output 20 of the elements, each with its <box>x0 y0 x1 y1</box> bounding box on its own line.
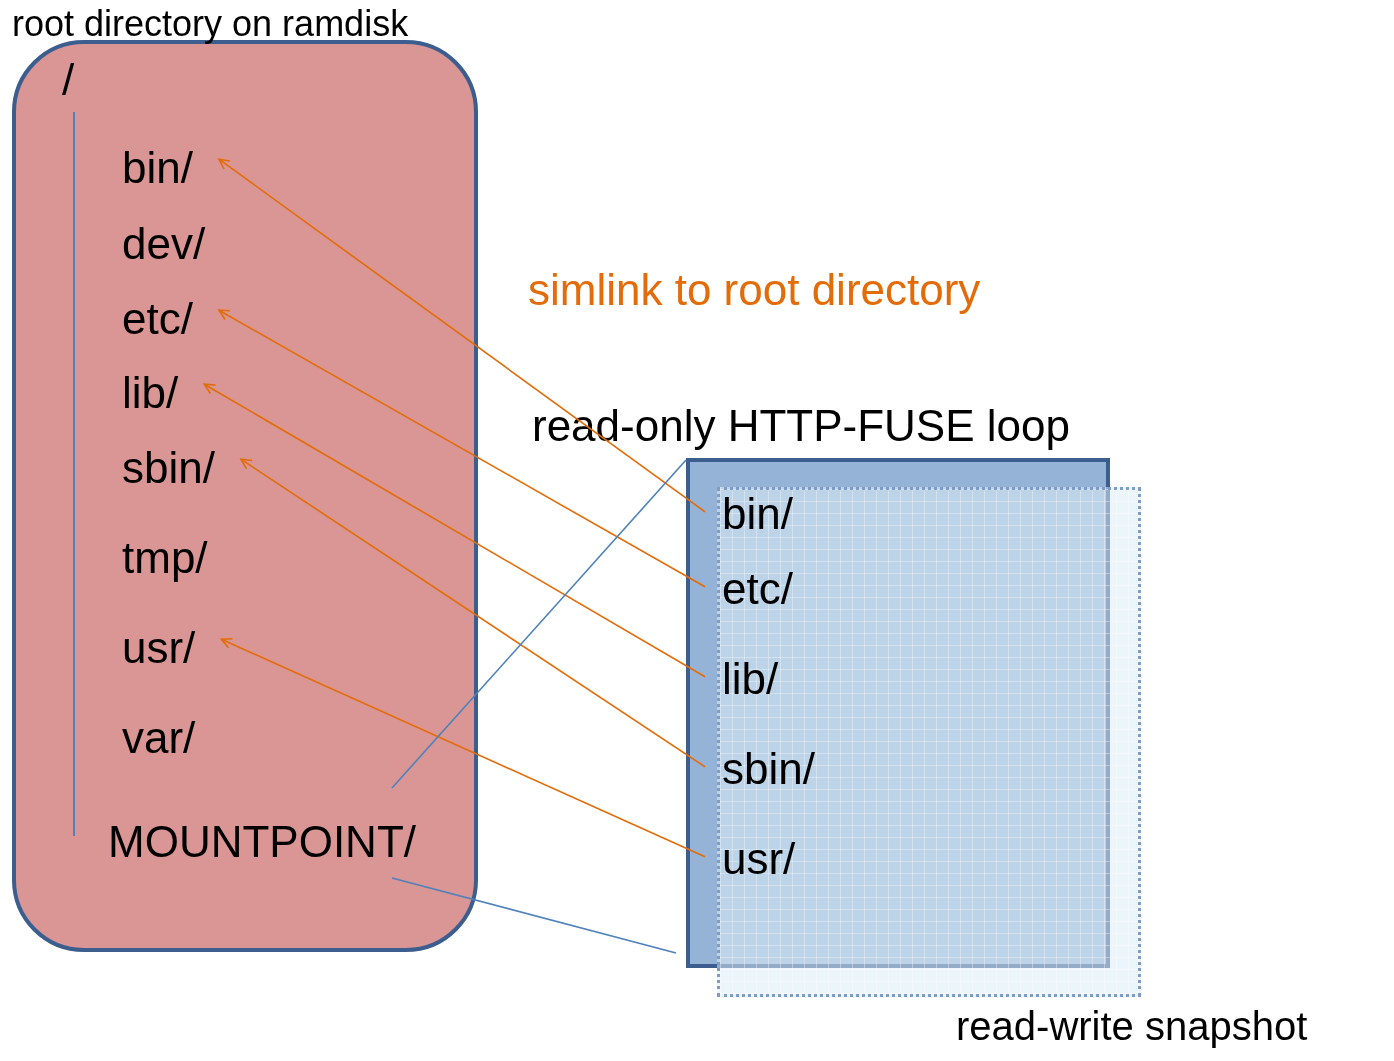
annotation-text: simlink to root directory <box>528 268 981 312</box>
directory-name: etc/ <box>122 297 193 341</box>
panel-heading: root directory on ramdisk <box>12 6 409 42</box>
panel-heading: read-write snapshot <box>956 1006 1308 1046</box>
directory-name: sbin/ <box>122 446 215 490</box>
directory-name: dev/ <box>122 222 206 266</box>
directory-name: etc/ <box>722 567 793 611</box>
directory-name: usr/ <box>122 626 196 670</box>
directory-name: var/ <box>122 716 196 760</box>
connector-line <box>391 877 677 954</box>
directory-name: lib/ <box>722 657 779 701</box>
directory-name: / <box>62 58 75 102</box>
directory-name: lib/ <box>122 371 179 415</box>
directory-name: bin/ <box>122 146 193 190</box>
directory-name: sbin/ <box>722 747 815 791</box>
directory-name: tmp/ <box>122 536 208 580</box>
connector-line <box>391 459 687 789</box>
directory-name: MOUNTPOINT/ <box>108 820 416 864</box>
directory-name: usr/ <box>722 837 796 881</box>
directory-name: bin/ <box>722 492 793 536</box>
